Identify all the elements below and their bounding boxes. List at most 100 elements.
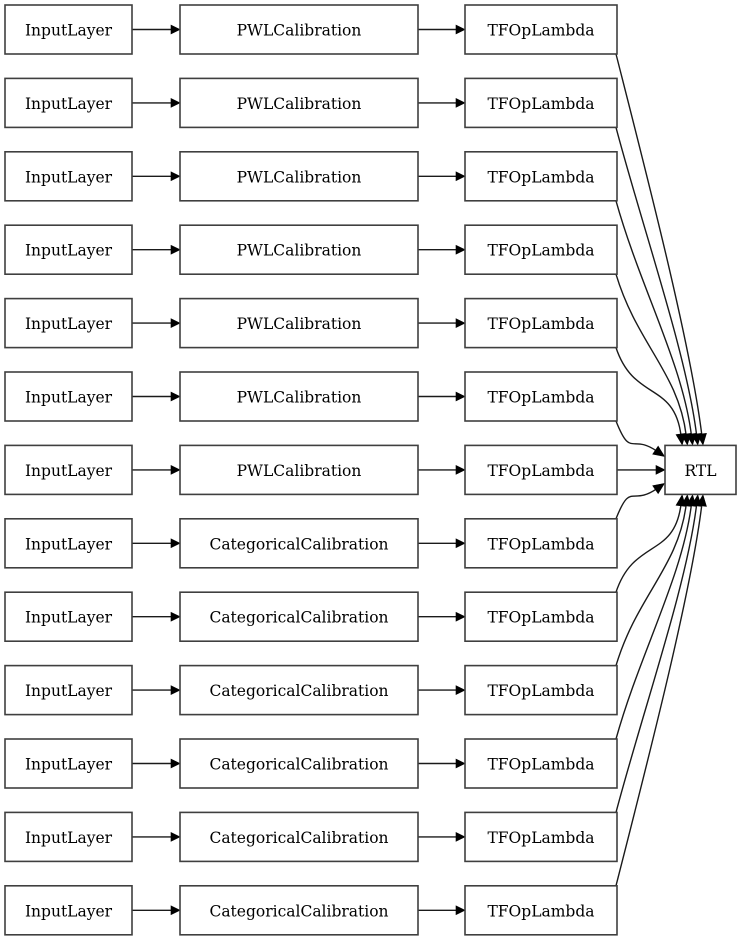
- edge-lambda-to-rtl-9: [615, 494, 687, 593]
- node-calibration-7[interactable]: PWLCalibration: [179, 444, 419, 496]
- node-input-layer-7[interactable]: InputLayer: [4, 444, 133, 496]
- node-calibration-8-label: CategoricalCalibration: [209, 535, 388, 553]
- node-input-layer-5[interactable]: InputLayer: [4, 297, 133, 349]
- edge-input-to-calibration-2-arrowhead: [170, 98, 181, 108]
- node-input-layer-6-box: [4, 371, 133, 422]
- node-tfoplambda-8[interactable]: TFOpLambda: [464, 517, 618, 569]
- node-calibration-2-label: PWLCalibration: [237, 95, 362, 113]
- edge-calibration-to-lambda-13: [418, 905, 466, 916]
- edge-input-to-calibration-9-arrowhead: [170, 611, 181, 622]
- node-tfoplambda-2-label: TFOpLambda: [487, 95, 594, 113]
- node-input-layer-10[interactable]: InputLayer: [4, 664, 133, 716]
- node-calibration-1[interactable]: PWLCalibration: [179, 4, 419, 55]
- edge-calibration-to-lambda-10-arrowhead: [455, 685, 466, 695]
- node-tfoplambda-11[interactable]: TFOpLambda: [464, 738, 618, 789]
- node-tfoplambda-6-box: [464, 371, 618, 422]
- node-input-layer-12-box: [4, 811, 133, 863]
- node-calibration-11[interactable]: CategoricalCalibration: [179, 738, 419, 789]
- node-calibration-8-box: [179, 517, 419, 569]
- node-tfoplambda-5[interactable]: TFOpLambda: [464, 297, 618, 349]
- edge-lambda-to-rtl-13-curve: [615, 504, 703, 886]
- node-calibration-5[interactable]: PWLCalibration: [179, 297, 419, 349]
- node-tfoplambda-7[interactable]: TFOpLambda: [464, 444, 618, 496]
- node-calibration-12[interactable]: CategoricalCalibration: [179, 811, 419, 863]
- node-tfoplambda-1[interactable]: TFOpLambda: [464, 4, 618, 55]
- edge-calibration-to-lambda-1-arrowhead: [455, 24, 466, 35]
- node-calibration-4[interactable]: PWLCalibration: [179, 224, 419, 275]
- node-calibration-3[interactable]: PWLCalibration: [179, 151, 419, 202]
- edge-calibration-to-lambda-12: [418, 832, 466, 842]
- edge-lambda-to-rtl-4-curve: [615, 273, 687, 436]
- edge-input-to-calibration-5: [132, 318, 181, 328]
- node-calibration-10[interactable]: CategoricalCalibration: [179, 664, 419, 716]
- edge-calibration-to-lambda-12-arrowhead: [455, 832, 466, 842]
- node-tfoplambda-11-box: [464, 738, 618, 789]
- edge-lambda-to-rtl-13-arrowhead: [696, 494, 707, 507]
- node-tfoplambda-1-box: [464, 4, 618, 55]
- node-input-layer-6[interactable]: InputLayer: [4, 371, 133, 422]
- node-input-layer-12-label: InputLayer: [25, 829, 113, 847]
- edge-lambda-to-rtl-3: [615, 200, 697, 446]
- node-tfoplambda-13[interactable]: TFOpLambda: [464, 884, 618, 936]
- node-calibration-7-box: [179, 444, 419, 496]
- node-input-layer-1-box: [4, 4, 133, 55]
- edge-lambda-to-rtl-13: [615, 494, 707, 886]
- edge-input-to-calibration-12-arrowhead: [170, 832, 181, 842]
- node-input-layer-10-label: InputLayer: [25, 682, 113, 700]
- node-calibration-2[interactable]: PWLCalibration: [179, 77, 419, 129]
- node-calibration-7-label: PWLCalibration: [237, 462, 362, 480]
- edge-calibration-to-lambda-6: [418, 391, 466, 402]
- node-tfoplambda-10-label: TFOpLambda: [487, 682, 594, 700]
- node-input-layer-7-label: InputLayer: [25, 462, 113, 480]
- edge-lambda-to-rtl-7-arrowhead: [655, 465, 666, 475]
- node-tfoplambda-6[interactable]: TFOpLambda: [464, 371, 618, 422]
- edge-calibration-to-lambda-6-arrowhead: [455, 391, 466, 402]
- edge-lambda-to-rtl-10: [615, 494, 692, 666]
- edge-input-to-calibration-3: [132, 171, 181, 182]
- node-tfoplambda-11-label: TFOpLambda: [487, 756, 594, 774]
- edge-input-to-calibration-6-arrowhead: [170, 391, 181, 402]
- node-calibration-10-label: CategoricalCalibration: [209, 682, 388, 700]
- node-input-layer-4[interactable]: InputLayer: [4, 224, 133, 275]
- node-tfoplambda-3[interactable]: TFOpLambda: [464, 151, 618, 202]
- node-tfoplambda-2-box: [464, 77, 618, 129]
- node-input-layer-10-box: [4, 664, 133, 716]
- node-calibration-8[interactable]: CategoricalCalibration: [179, 517, 419, 569]
- node-input-layer-2[interactable]: InputLayer: [4, 77, 133, 129]
- node-input-layer-3[interactable]: InputLayer: [4, 151, 133, 202]
- node-tfoplambda-12[interactable]: TFOpLambda: [464, 811, 618, 863]
- edge-lambda-to-rtl-7: [617, 465, 666, 475]
- node-input-layer-9[interactable]: InputLayer: [4, 591, 133, 643]
- node-tfoplambda-9[interactable]: TFOpLambda: [464, 591, 618, 643]
- edge-lambda-to-rtl-4: [615, 273, 692, 446]
- edge-lambda-to-rtl-8-arrowhead: [652, 482, 666, 495]
- node-calibration-9-label: CategoricalCalibration: [209, 609, 388, 627]
- node-input-layer-1[interactable]: InputLayer: [4, 4, 133, 55]
- edge-calibration-to-lambda-8-arrowhead: [455, 538, 466, 549]
- edge-input-to-calibration-4-arrowhead: [170, 244, 181, 255]
- node-tfoplambda-2[interactable]: TFOpLambda: [464, 77, 618, 129]
- edge-lambda-to-rtl-3-curve: [615, 200, 693, 436]
- node-input-layer-11[interactable]: InputLayer: [4, 738, 133, 789]
- node-input-layer-13[interactable]: InputLayer: [4, 884, 133, 936]
- node-calibration-11-box: [179, 738, 419, 789]
- node-rtl-sink-box: [664, 444, 737, 496]
- node-input-layer-12[interactable]: InputLayer: [4, 811, 133, 863]
- node-rtl-sink[interactable]: RTL: [664, 444, 737, 496]
- node-tfoplambda-10[interactable]: TFOpLambda: [464, 664, 618, 716]
- node-calibration-13[interactable]: CategoricalCalibration: [179, 884, 419, 936]
- edge-input-to-calibration-13: [132, 905, 181, 916]
- node-calibration-4-label: PWLCalibration: [237, 242, 362, 260]
- node-input-layer-11-box: [4, 738, 133, 789]
- node-input-layer-8[interactable]: InputLayer: [4, 517, 133, 569]
- node-calibration-6[interactable]: PWLCalibration: [179, 371, 419, 422]
- edge-lambda-to-rtl-10-curve: [615, 504, 687, 666]
- edge-calibration-to-lambda-2-arrowhead: [455, 98, 466, 108]
- node-calibration-9[interactable]: CategoricalCalibration: [179, 591, 419, 643]
- node-tfoplambda-4[interactable]: TFOpLambda: [464, 224, 618, 275]
- node-input-layer-5-box: [4, 297, 133, 349]
- edge-lambda-to-rtl-9-curve: [615, 504, 682, 593]
- edge-calibration-to-lambda-9-arrowhead: [455, 611, 466, 622]
